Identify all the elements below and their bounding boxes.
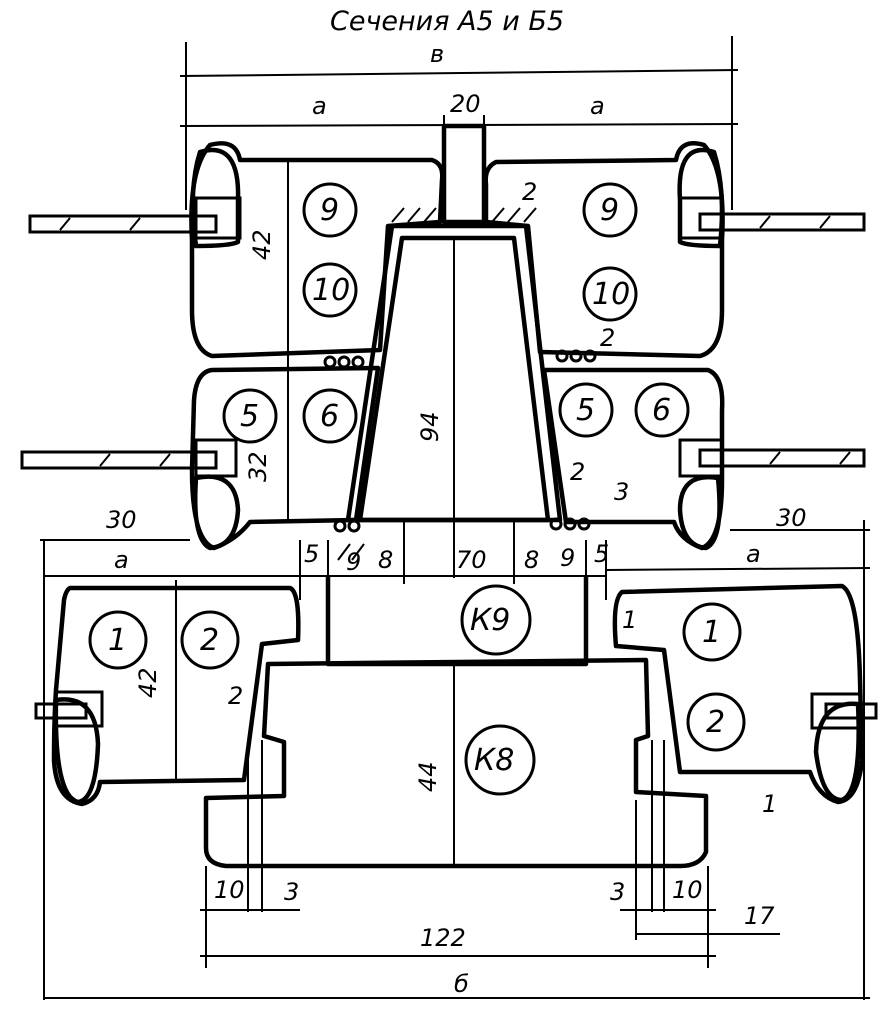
dim-8-left: 8 [378,546,393,574]
dim-overall-top: в [430,40,444,68]
dim-122: 122 [420,924,466,952]
dim-3-left: 3 [284,878,299,906]
lower-right-glass [824,702,878,720]
dim-offset-2-a: 2 [522,178,537,206]
middle-dimension-lines [40,520,871,1000]
top-dimension-lines [179,36,739,210]
dim-offset-3: 3 [614,478,629,506]
middle-right-sash [541,367,725,551]
dim-3-right: 3 [610,878,625,906]
element-marker-1-right: 1 [682,602,742,662]
dim-lower-right-a: a [746,540,761,568]
element-marker-6-left: 6 [302,388,358,444]
svg-text:5: 5 [240,399,259,434]
dim-tube-height: 94 [416,411,444,442]
dim-top-gap: 20 [450,90,481,118]
element-marker-5-right: 5 [558,382,614,438]
dim-offset-2-b: 2 [600,324,615,352]
upper-right-glass [698,212,866,232]
dim-middle-height: 32 [244,451,272,482]
svg-text:К9: К9 [470,603,510,638]
dim-lower-left-a: a [114,546,129,574]
drawing-title: Сечения А5 и Б5 [330,6,564,37]
dim-overall-bottom: б [454,970,469,998]
dim-left-30: 30 [106,506,137,534]
dim-right-30: 30 [776,504,807,532]
middle-left-glass [20,450,218,470]
central-post [345,223,563,578]
upper-left-glass [28,214,218,234]
k8-block [203,657,709,869]
svg-text:1: 1 [108,623,127,658]
dim-upper-height: 42 [248,229,276,260]
dim-lower-height: 42 [134,667,162,698]
dim-2-lower: 2 [228,682,243,710]
bottom-dimension-lines [44,740,870,999]
element-marker-9-left: 9 [302,182,358,238]
dim-1-upper: 1 [622,606,637,634]
svg-text:10: 10 [312,273,350,308]
svg-text:10: 10 [592,277,630,312]
svg-text:6: 6 [652,393,671,428]
svg-text:9: 9 [600,193,619,228]
element-marker-9-right: 9 [582,182,638,238]
svg-text:9: 9 [320,193,339,228]
dim-1-lower: 1 [762,790,777,818]
dim-70: 70 [456,546,487,574]
svg-text:1: 1 [702,615,721,650]
seal-beads [323,349,597,533]
dim-top-left-a: a [312,92,327,120]
element-marker-k8: К8 [464,724,536,796]
element-marker-5-left: 5 [222,388,278,444]
svg-text:5: 5 [576,393,595,428]
element-marker-2-right: 2 [686,692,746,752]
dim-8-right: 8 [524,546,539,574]
element-marker-1-left: 1 [88,610,148,670]
element-marker-10-right: 10 [582,266,638,322]
dim-5-right: 5 [594,540,609,568]
dim-17: 17 [744,902,775,930]
svg-text:2: 2 [706,705,725,740]
lower-left-glass [34,702,88,720]
middle-left-sash [189,365,381,551]
dim-5-left: 5 [304,540,319,568]
dim-base-height: 44 [414,761,442,792]
svg-text:К8: К8 [474,743,514,778]
element-marker-10-left: 10 [302,262,358,318]
element-marker-6-right: 6 [634,382,690,438]
dim-9-right: 9 [560,544,575,572]
lower-left-sash [51,580,301,807]
svg-text:2: 2 [200,623,219,658]
upper-left-sash [189,141,445,520]
middle-right-glass [698,448,866,468]
element-marker-2-left: 2 [180,610,240,670]
dim-top-right-a: a [590,92,605,120]
center-mullion-top [391,123,537,225]
dim-10-left: 10 [214,876,245,904]
svg-text:6: 6 [320,399,339,434]
dim-offset-2-c: 2 [570,458,585,486]
lower-right-sash [612,583,865,805]
dim-10-right: 10 [672,876,703,904]
dim-9-left: 9 [346,548,361,576]
element-marker-k9: К9 [460,584,532,656]
